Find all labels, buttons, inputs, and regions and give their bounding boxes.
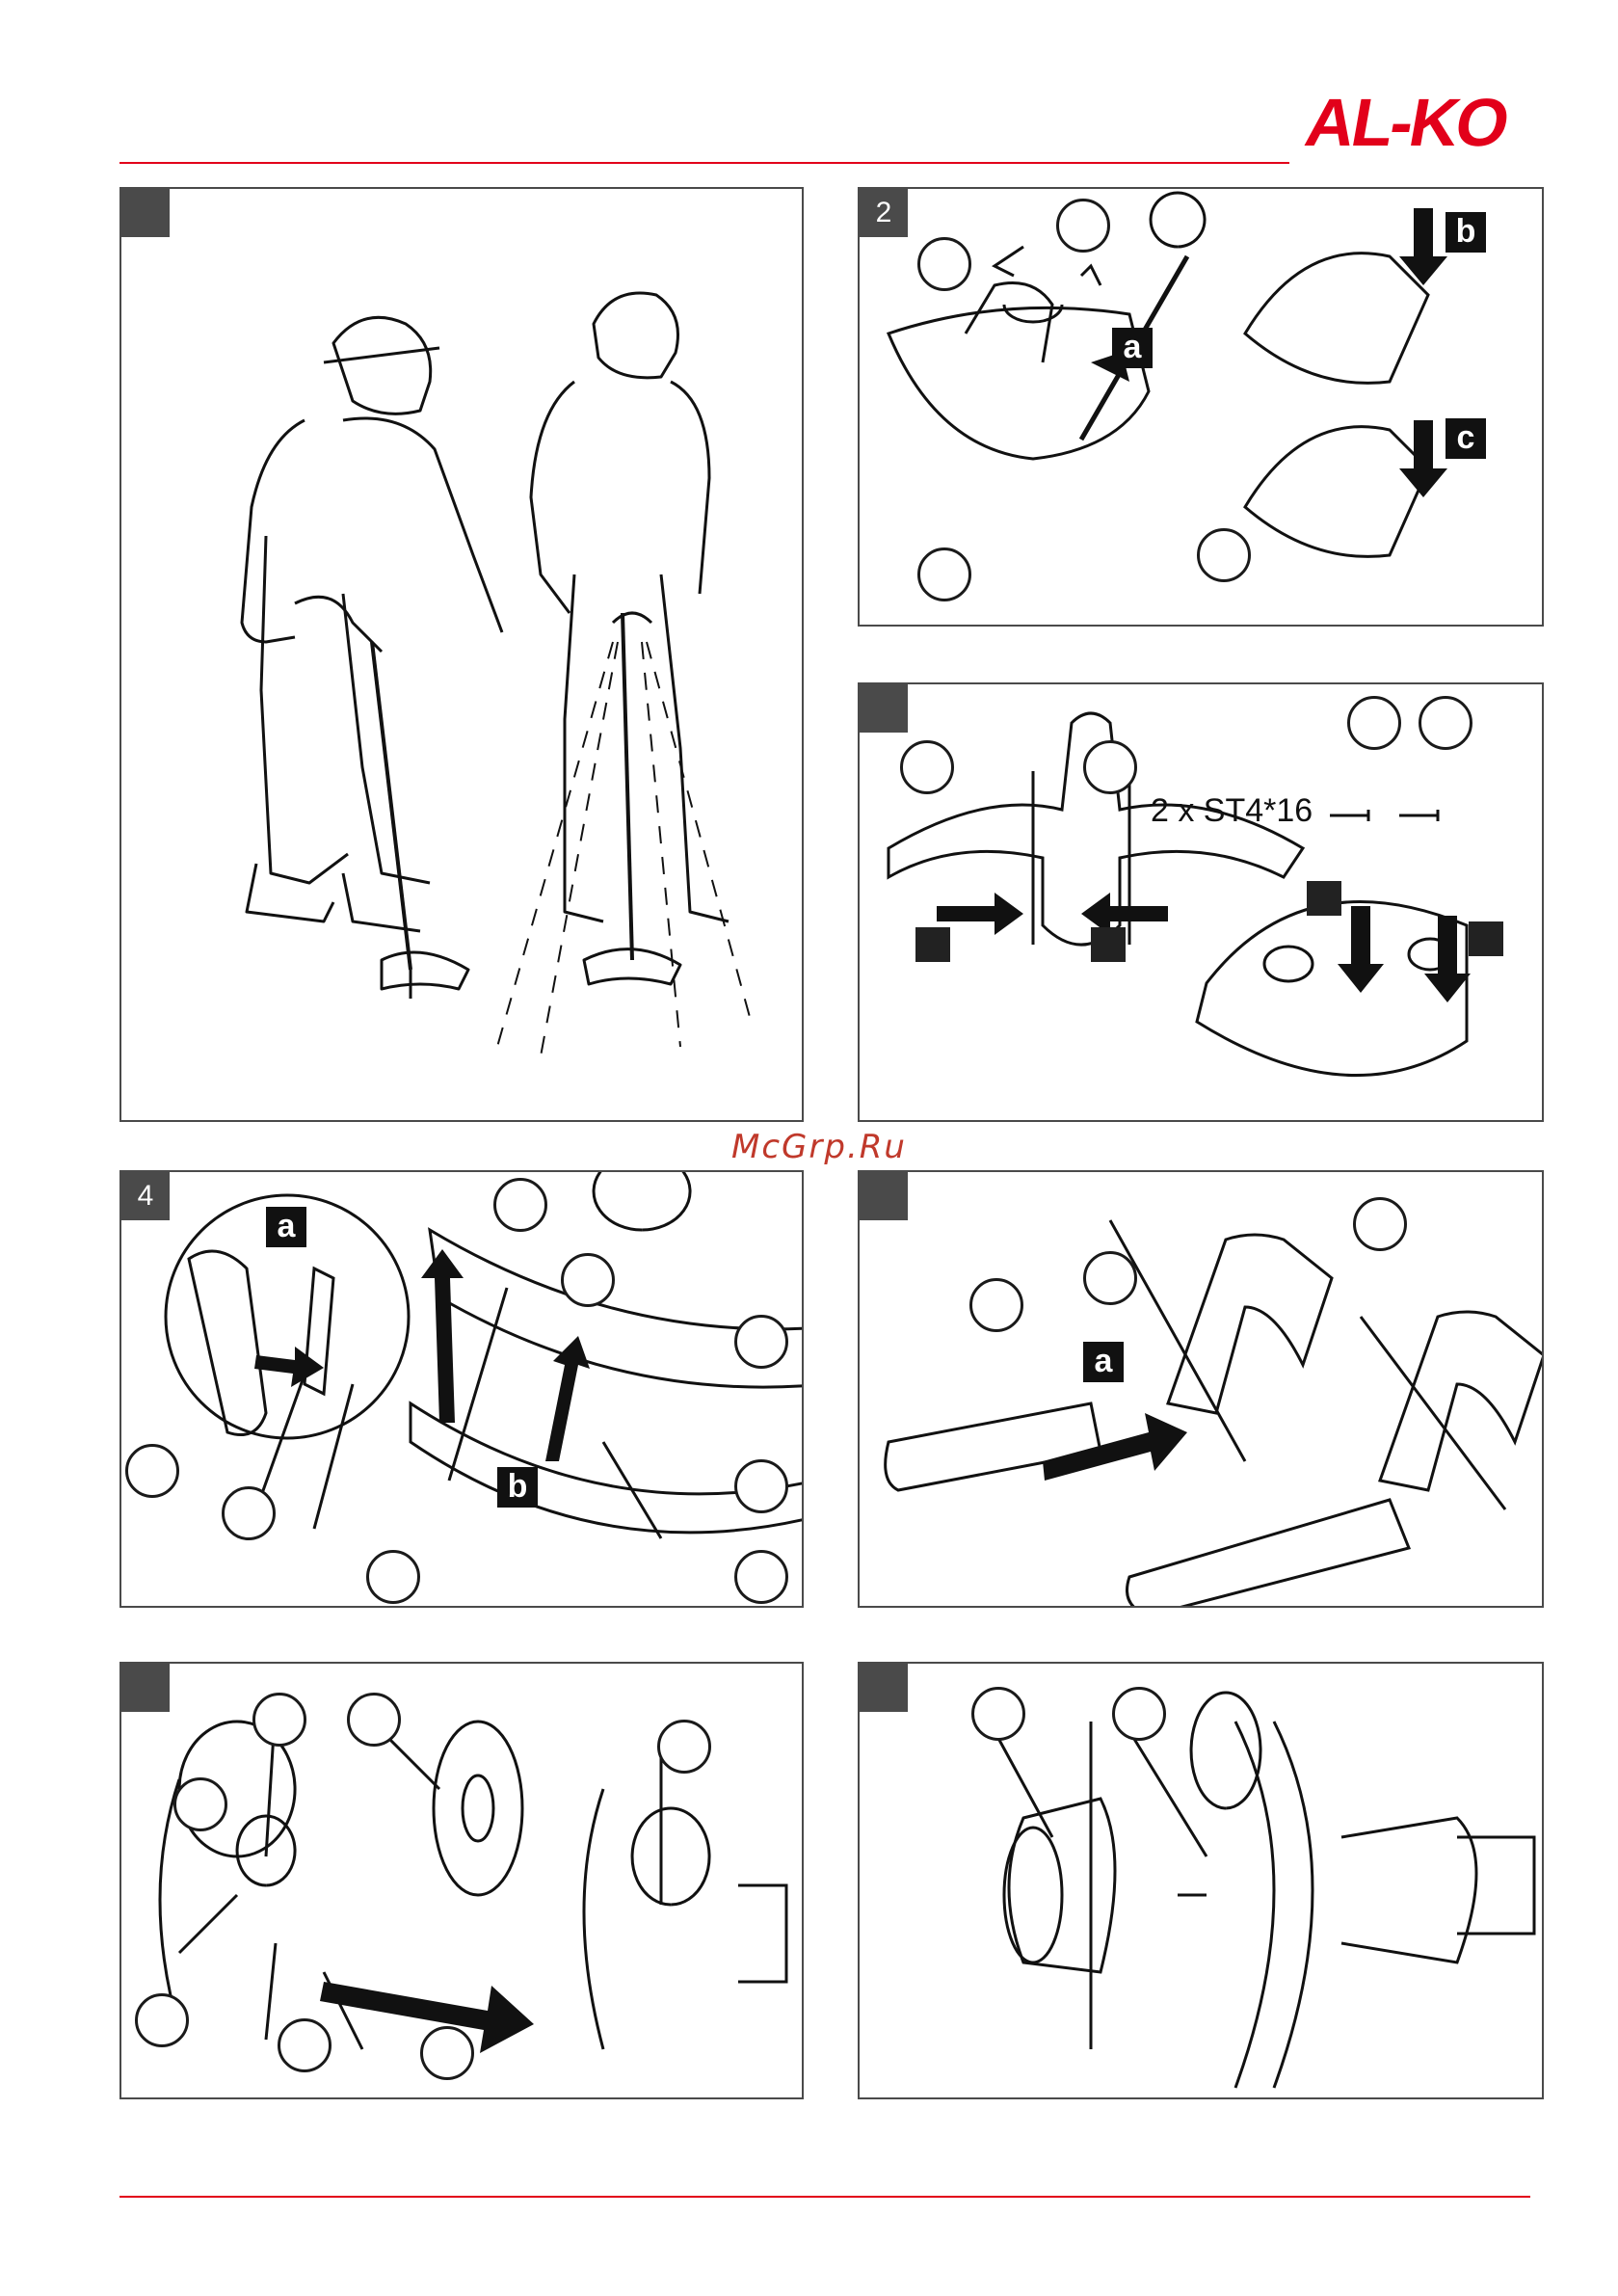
callout-6-1 [252,1693,306,1747]
callout-2-3 [917,547,971,601]
figure-panel-7 [858,1662,1544,2099]
callout-5-1 [1353,1197,1407,1251]
callout-2-1 [917,237,971,291]
callout-4-4 [125,1444,179,1498]
callout-6-6 [278,2018,332,2072]
spool-cap-illustration [860,1664,1544,2099]
callout-4-3 [734,1315,788,1369]
step-letter-2c: c [1446,418,1486,459]
callout-4-7 [366,1550,420,1604]
figure-panel-1 [119,187,804,1122]
marker-box-3-3 [1307,881,1341,916]
callout-6-4 [657,1720,711,1774]
operators-illustration [121,189,804,1122]
callout-4-2 [561,1253,615,1307]
marker-box-3-4 [1469,921,1503,956]
header-rule [119,162,1289,164]
callout-3-1 [900,740,954,794]
callout-6-3 [173,1777,227,1831]
callout-3-3 [1347,696,1401,750]
alko-logo: AL-KO [1302,93,1540,152]
callout-5-3 [1083,1251,1137,1305]
guard-extension-illustration [121,1172,804,1608]
screw-spec: 2 x ST4*16 [1151,792,1313,830]
step-letter-2a: a [1112,328,1153,368]
figure-panel-6 [119,1662,804,2099]
callout-6-7 [420,2026,474,2080]
callout-5-2 [969,1278,1023,1332]
step-letter-4b: b [497,1467,538,1508]
callout-2-4 [1197,528,1251,582]
watermark-text: McGrp.Ru [713,1128,925,1166]
callout-2-2 [1056,199,1110,253]
step-letter-4a: a [266,1207,306,1247]
step-letter-5a: a [1083,1342,1124,1382]
callout-4-8 [734,1550,788,1604]
callout-4-5 [222,1486,276,1540]
marker-box-3-1 [915,927,950,962]
callout-7-1 [971,1687,1025,1741]
callout-3-2 [1083,740,1137,794]
housing-illustration [860,684,1544,1122]
callout-7-2 [1112,1687,1166,1741]
figure-panel-3: 2 x ST4*16 [858,682,1544,1122]
callout-4-1 [493,1178,547,1232]
marker-box-3-2 [1091,927,1126,962]
handle-illustration [860,1172,1544,1608]
callout-3-4 [1419,696,1472,750]
figure-panel-2: 2 a b c [858,187,1544,627]
callout-6-2 [347,1693,401,1747]
callout-4-6 [734,1459,788,1513]
footer-rule [119,2196,1530,2198]
callout-6-5 [135,1993,189,2047]
figure-panel-5: a [858,1170,1544,1608]
step-letter-2b: b [1446,212,1486,253]
figure-panel-4: 4 a b [119,1170,804,1608]
